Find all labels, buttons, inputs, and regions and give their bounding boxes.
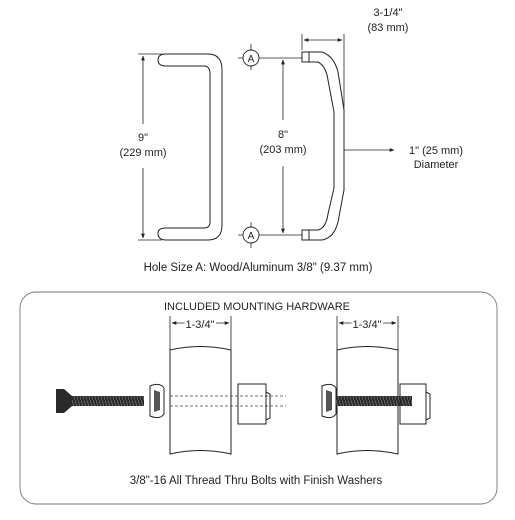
center-dimension: 8" (203 mm)	[259, 57, 307, 236]
hole-marker-label: A	[248, 231, 255, 242]
width-dim-mm-text: (83 mm)	[368, 22, 409, 34]
hardware-caption: 3/8"-16 All Thread Thru Bolts with Finis…	[130, 475, 383, 487]
width-dim-text: 3-1/4"	[374, 7, 403, 19]
center-dim-mm-text: (203 mm)	[259, 144, 306, 156]
hardware-panel	[19, 291, 498, 505]
length-dim-text: 9"	[138, 132, 148, 144]
diameter-dim-text: 1" (25 mm)	[409, 145, 463, 157]
pull-front-view	[157, 53, 223, 241]
diameter-callout: 1" (25 mm) Diameter	[344, 145, 463, 171]
center-dim-text: 8"	[278, 129, 288, 141]
right-dim-text: 1-3/4"	[353, 319, 382, 331]
hole-size-caption: Hole Size A: Wood/Aluminum 3/8" (9.37 mm…	[144, 262, 373, 274]
width-dimension: 3-1/4" (83 mm)	[301, 7, 409, 108]
pull-side-view	[301, 51, 345, 241]
hardware-title: INCLUDED MOUNTING HARDWARE	[164, 301, 350, 313]
left-dim-text: 1-3/4"	[186, 319, 215, 331]
diameter-label: Diameter	[414, 159, 459, 171]
exploded-assembly: 1-3/4"	[56, 316, 286, 455]
hole-marker-bottom: A	[238, 222, 266, 248]
length-dimension: 9" (229 mm)	[119, 53, 167, 241]
length-dim-mm-text: (229 mm)	[119, 147, 166, 159]
hole-marker-label: A	[248, 54, 255, 65]
installed-assembly: 1-3/4"	[321, 316, 431, 455]
hole-marker-top: A	[238, 44, 266, 70]
